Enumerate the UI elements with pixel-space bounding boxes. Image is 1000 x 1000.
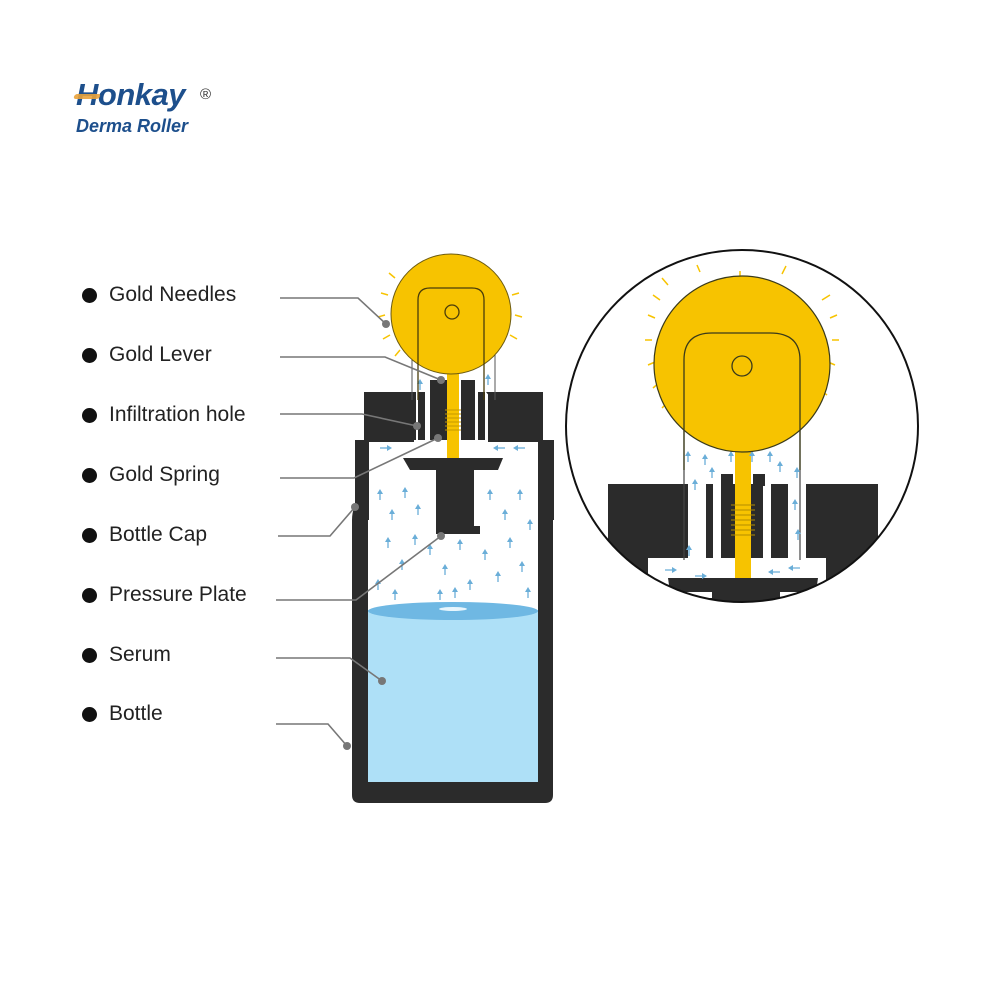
label-gold-lever: Gold Lever — [82, 340, 212, 370]
bottle-body — [352, 455, 553, 803]
brand-subtitle: Derma Roller — [76, 116, 189, 136]
detail-magnifier — [565, 249, 919, 603]
brand-logo: Honkay ® Derma Roller — [73, 78, 211, 137]
label-text: Pressure Plate — [109, 583, 247, 606]
bullet-icon — [82, 706, 97, 722]
label-text: Gold Spring — [109, 463, 220, 486]
pressure-plate — [403, 458, 503, 534]
bullet-icon — [82, 407, 97, 423]
gold-roller — [377, 253, 523, 400]
label-serum: Serum — [82, 640, 171, 670]
bullet-icon — [82, 527, 97, 543]
label-text: Serum — [109, 643, 171, 666]
label-pressure-plate: Pressure Plate — [82, 580, 247, 610]
bullet-icon — [82, 287, 97, 303]
serum-liquid — [368, 610, 538, 782]
label-text: Gold Lever — [109, 343, 212, 366]
label-text: Bottle — [109, 702, 163, 725]
brand-name: Honkay ® — [73, 78, 211, 112]
bullet-icon — [82, 647, 97, 663]
label-text: Infiltration hole — [109, 403, 246, 426]
gold-spring — [445, 409, 461, 431]
label-bottle-cap: Bottle Cap — [82, 520, 207, 550]
label-bottle: Bottle — [82, 699, 163, 729]
bullet-icon — [82, 467, 97, 483]
leader-dots — [343, 320, 445, 750]
label-gold-spring: Gold Spring — [82, 460, 220, 490]
registered-mark: ® — [200, 86, 211, 103]
label-infiltration-hole: Infiltration hole — [82, 400, 246, 430]
label-text: Bottle Cap — [109, 523, 208, 546]
label-text: Gold Needles — [109, 283, 237, 306]
leader-lines — [276, 297, 442, 747]
label-gold-needles: Gold Needles — [82, 280, 236, 310]
bullet-icon — [82, 347, 97, 363]
bullet-icon — [82, 587, 97, 603]
gold-lever — [447, 368, 459, 466]
